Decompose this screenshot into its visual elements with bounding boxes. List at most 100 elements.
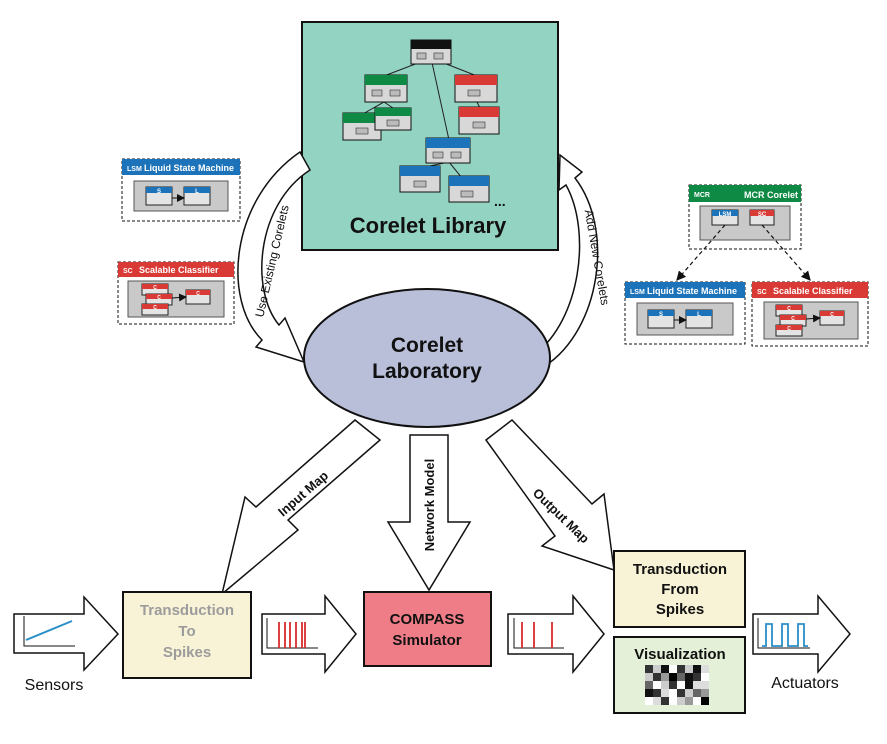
sc-left-title: Scalable Classifier bbox=[139, 265, 219, 275]
sc-left-c1: C bbox=[153, 285, 157, 291]
laboratory-line1: Corelet bbox=[391, 334, 463, 357]
panel-mcr: MCR MCR Corelet LSM SC bbox=[688, 184, 802, 250]
actuators-arrow: Actuators bbox=[752, 593, 851, 692]
sc-left-c3: C bbox=[153, 305, 157, 311]
sc-right-c1: C bbox=[787, 306, 791, 312]
corelet-library: ... Corelet Library bbox=[301, 21, 559, 251]
visualization-cell bbox=[645, 665, 653, 673]
compass-box: COMPASS Simulator bbox=[363, 591, 492, 667]
visualization-cell bbox=[661, 681, 669, 689]
visualization-cell bbox=[645, 681, 653, 689]
visualization-cell bbox=[669, 697, 677, 705]
lsm-left-header bbox=[122, 159, 240, 175]
visualization-cell bbox=[661, 673, 669, 681]
lsm-right-header bbox=[625, 282, 745, 298]
from-spikes-box: Transduction From Spikes bbox=[613, 550, 746, 628]
to-spikes-line1: Transduction bbox=[140, 602, 234, 619]
network-model-label: Network Model bbox=[422, 459, 437, 551]
visualization-cell bbox=[677, 697, 685, 705]
sc-right-tag: SC bbox=[757, 289, 767, 296]
to-spikes-line3: Spikes bbox=[163, 644, 211, 661]
visualization-cell bbox=[685, 689, 693, 697]
sc-right-stack: C C C C bbox=[775, 304, 845, 337]
sc-left-header bbox=[118, 262, 234, 277]
visualization-cell bbox=[701, 681, 709, 689]
visualization-cell bbox=[653, 697, 661, 705]
compass-line2: Simulator bbox=[392, 632, 461, 649]
visualization-cell bbox=[685, 697, 693, 705]
lsm-left-sub-l: L bbox=[195, 189, 199, 195]
visualization-cell bbox=[653, 689, 661, 697]
sc-right-header bbox=[752, 282, 868, 298]
visualization-cell bbox=[669, 681, 677, 689]
visualization-label: Visualization bbox=[634, 646, 725, 663]
visualization-cell bbox=[693, 681, 701, 689]
spike-train-1 bbox=[278, 622, 306, 648]
mcr-title: MCR Corelet bbox=[744, 190, 798, 200]
visualization-cell bbox=[669, 689, 677, 697]
sc-left-tag: SC bbox=[123, 268, 133, 275]
sensors-arrow: Sensors bbox=[13, 595, 120, 694]
lsm-right-sub-l: L bbox=[697, 312, 701, 318]
visualization-cell bbox=[661, 689, 669, 697]
visualization-cell bbox=[645, 697, 653, 705]
laboratory-line2: Laboratory bbox=[372, 360, 482, 383]
sc-right-c2: C bbox=[791, 316, 795, 322]
library-node-green-1 bbox=[364, 74, 408, 103]
lsm-right-title: Liquid State Machine bbox=[647, 286, 737, 296]
visualization-cell bbox=[661, 665, 669, 673]
sensor-signal bbox=[25, 620, 73, 641]
mcr-sub-sc: SC bbox=[758, 212, 767, 218]
network-model-arrow: Network Model bbox=[386, 434, 472, 592]
panel-lsm-right: LSM Liquid State Machine S L bbox=[624, 281, 746, 345]
visualization-cell bbox=[677, 689, 685, 697]
visualization-cell bbox=[701, 665, 709, 673]
library-ellipsis: ... bbox=[494, 193, 506, 209]
sc-left-c2: C bbox=[157, 295, 161, 301]
library-title: Corelet Library bbox=[350, 213, 507, 238]
library-node-green-3 bbox=[374, 107, 412, 131]
visualization-cell bbox=[653, 681, 661, 689]
sc-right-title: Scalable Classifier bbox=[773, 286, 853, 296]
visualization-cell bbox=[693, 697, 701, 705]
visualization-cell bbox=[685, 681, 693, 689]
library-node-blue-1 bbox=[425, 137, 471, 164]
from-spikes-line3: Spikes bbox=[656, 601, 704, 618]
corelet-laboratory: Corelet Laboratory bbox=[303, 288, 551, 428]
panel-sc-left: SC Scalable Classifier C C C C bbox=[117, 261, 235, 325]
panel-lsm-left: LSM Liquid State Machine S L bbox=[121, 158, 241, 222]
visualization-cell bbox=[669, 673, 677, 681]
actuator-signal bbox=[762, 623, 808, 647]
library-node-red-1 bbox=[454, 74, 498, 103]
library-node-blue-2 bbox=[399, 165, 441, 193]
spikes-arrow-1 bbox=[261, 593, 357, 675]
visualization-cell bbox=[653, 673, 661, 681]
visualization-cell bbox=[645, 673, 653, 681]
sc-left-stack: C C C C bbox=[141, 283, 211, 316]
visualization-cell bbox=[653, 665, 661, 673]
sc-right-c4: C bbox=[830, 312, 834, 318]
visualization-cell bbox=[693, 673, 701, 681]
visualization-box: Visualization bbox=[613, 636, 746, 714]
library-node-root bbox=[410, 39, 452, 65]
panel-sc-right: SC Scalable Classifier C C C C bbox=[751, 281, 869, 347]
from-spikes-line1: Transduction bbox=[633, 561, 727, 578]
output-map-arrow: Output Map bbox=[484, 418, 615, 572]
input-map-arrow: Input Map bbox=[220, 419, 382, 597]
visualization-cell bbox=[693, 665, 701, 673]
mcr-header bbox=[689, 185, 801, 202]
sensors-label: Sensors bbox=[25, 677, 84, 694]
visualization-cell bbox=[661, 697, 669, 705]
visualization-cell bbox=[645, 689, 653, 697]
use-existing-arrow: Use Existing Corelets bbox=[237, 150, 311, 364]
visualization-cell bbox=[685, 673, 693, 681]
visualization-cell bbox=[693, 689, 701, 697]
sc-left-c4: C bbox=[196, 291, 200, 297]
spikes-arrow-2 bbox=[507, 593, 605, 675]
lsm-right-tag: LSM bbox=[630, 289, 645, 296]
to-spikes-box: Transduction To Spikes bbox=[122, 591, 252, 679]
visualization-cell bbox=[669, 665, 677, 673]
library-node-red-2 bbox=[458, 106, 500, 135]
to-spikes-line2: To bbox=[178, 623, 195, 640]
